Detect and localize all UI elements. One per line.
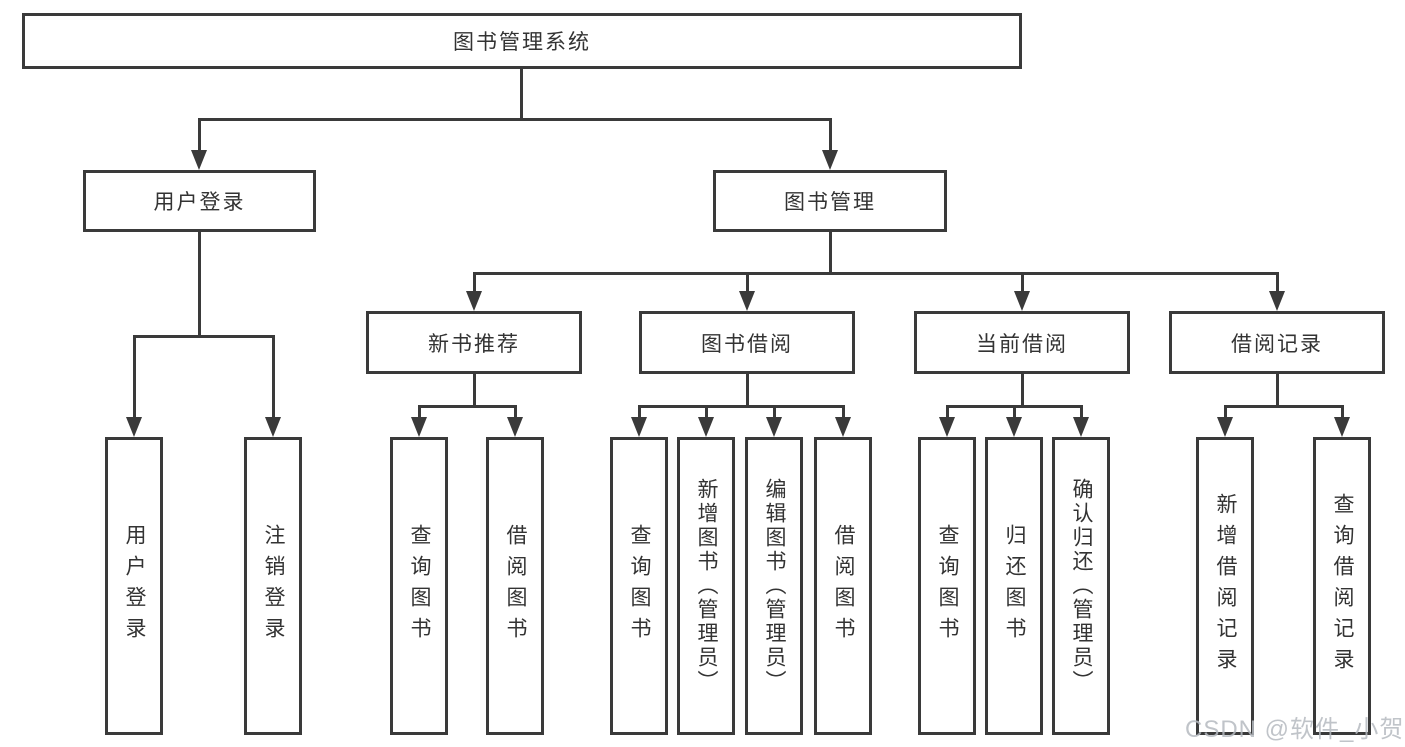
leaf-label: 新增借阅记录 [1214, 493, 1237, 679]
leaf-label: 查询图书 [936, 524, 959, 648]
arrowhead-down [1006, 417, 1022, 437]
node-user-login: 用户登录 [83, 170, 316, 232]
connector-line [705, 405, 708, 419]
leaf-label: 查询图书 [628, 524, 651, 648]
connector-line [1341, 405, 1344, 419]
leaf-label: 借阅图书 [832, 524, 855, 648]
leaf-label: 用户登录 [123, 524, 146, 648]
node-new-book-recommend: 新书推荐 [366, 311, 582, 374]
connector-line [1013, 405, 1016, 419]
node-leaf-user-login: 用户登录 [105, 437, 163, 735]
leaf-label: 新增图书（管理员） [695, 478, 718, 694]
connector-line [746, 374, 749, 407]
connector-line [829, 118, 832, 154]
node-borrow-records: 借阅记录 [1169, 311, 1385, 374]
connector-line [418, 405, 421, 419]
arrowhead-down [1073, 417, 1089, 437]
connector-line [520, 68, 523, 118]
arrowhead-down [739, 291, 755, 311]
connector-line [1021, 272, 1024, 293]
leaf-label: 编辑图书（管理员） [763, 478, 786, 694]
node-leaf-logout: 注销登录 [244, 437, 302, 735]
arrowhead-down [411, 417, 427, 437]
arrowhead-down [126, 417, 142, 437]
node-leaf-add-borrow-record: 新增借阅记录 [1196, 437, 1254, 735]
node-leaf-add-book-admin: 新增图书（管理员） [677, 437, 735, 735]
node-current-borrow: 当前借阅 [914, 311, 1130, 374]
node-root-library-system: 图书管理系统 [22, 13, 1022, 69]
connector-line [198, 118, 201, 154]
arrowhead-down [631, 417, 647, 437]
arrowhead-down [507, 417, 523, 437]
leaf-label: 查询图书 [408, 524, 431, 648]
node-leaf-borrow-books: 借阅图书 [814, 437, 872, 735]
connector-line [198, 232, 201, 338]
arrowhead-down [1269, 291, 1285, 311]
leaf-label: 归还图书 [1003, 524, 1026, 648]
connector-line [1021, 374, 1024, 407]
node-leaf-return-books: 归还图书 [985, 437, 1043, 735]
arrowhead-down [191, 150, 207, 170]
connector-line [638, 405, 845, 408]
node-book-borrow: 图书借阅 [639, 311, 855, 374]
arrowhead-down [766, 417, 782, 437]
connector-line [473, 272, 1279, 275]
arrowhead-down [1334, 417, 1350, 437]
connector-line [514, 405, 517, 419]
connector-line [1224, 405, 1227, 419]
connector-line [418, 405, 517, 408]
connector-line [473, 272, 476, 293]
connector-line [198, 118, 832, 121]
arrowhead-down [835, 417, 851, 437]
leaf-label: 注销登录 [262, 524, 285, 648]
leaf-label: 借阅图书 [504, 524, 527, 648]
node-leaf-query-borrow-record: 查询借阅记录 [1313, 437, 1371, 735]
leaf-label: 查询借阅记录 [1331, 493, 1354, 679]
node-leaf-query-books-borrow: 查询图书 [610, 437, 668, 735]
connector-line [638, 405, 641, 419]
arrowhead-down [939, 417, 955, 437]
node-leaf-borrow-books-recommend: 借阅图书 [486, 437, 544, 735]
arrowhead-down [1014, 291, 1030, 311]
connector-line [1080, 405, 1083, 419]
connector-line [133, 335, 275, 338]
connector-line [773, 405, 776, 419]
connector-line [272, 335, 275, 419]
connector-line [473, 374, 476, 407]
arrowhead-down [698, 417, 714, 437]
arrowhead-down [1217, 417, 1233, 437]
arrowhead-down [822, 150, 838, 170]
connector-line [1276, 272, 1279, 293]
node-leaf-query-books-current: 查询图书 [918, 437, 976, 735]
connector-line [842, 405, 845, 419]
connector-line [1276, 374, 1279, 407]
arrowhead-down [466, 291, 482, 311]
arrowhead-down [265, 417, 281, 437]
csdn-watermark: CSDN @软件_小贺同学 [1185, 716, 1405, 743]
connector-line [746, 272, 749, 293]
node-leaf-query-books-recommend: 查询图书 [390, 437, 448, 735]
leaf-label: 确认归还（管理员） [1070, 478, 1093, 694]
connector-line [829, 232, 832, 274]
connector-line [946, 405, 949, 419]
connector-line [1224, 405, 1344, 408]
node-book-management: 图书管理 [713, 170, 947, 232]
node-leaf-confirm-return-admin: 确认归还（管理员） [1052, 437, 1110, 735]
node-leaf-edit-book-admin: 编辑图书（管理员） [745, 437, 803, 735]
connector-line [133, 335, 136, 419]
